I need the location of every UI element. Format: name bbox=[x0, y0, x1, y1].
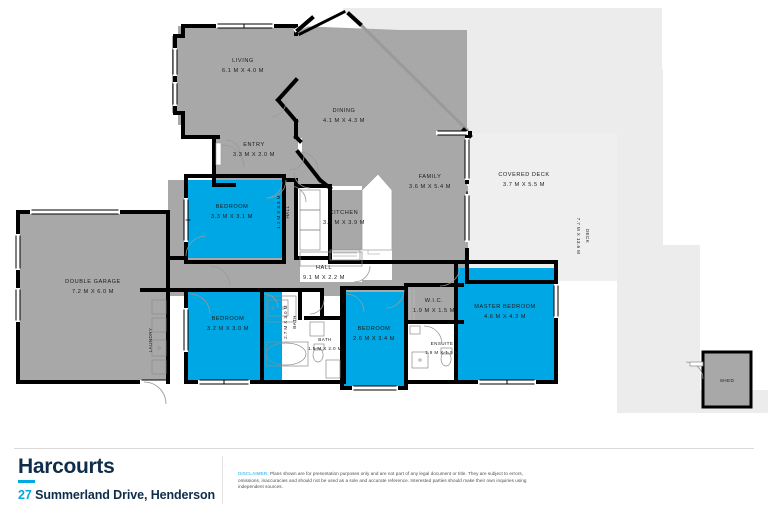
dim-covered-deck: 3.7 M X 5.5 M bbox=[503, 182, 545, 188]
label-master-bedroom: MASTER BEDROOM bbox=[474, 304, 535, 310]
dim-living: 6.1 M X 4.0 M bbox=[222, 68, 264, 74]
floor-plan-svg: LIVING 6.1 M X 4.0 M DINING 4.1 M X 4.3 … bbox=[15, 5, 768, 413]
label-family: FAMILY bbox=[419, 174, 442, 180]
address-street: Summerland Drive, Henderson bbox=[31, 488, 216, 502]
label-covered-deck: COVERED DECK bbox=[498, 172, 549, 178]
label-entry: ENTRY bbox=[243, 142, 265, 148]
label-bedroom-3: BEDROOM bbox=[212, 316, 245, 322]
disclaimer-label: DISCLAIMER: bbox=[238, 471, 269, 476]
disclaimer-text: DISCLAIMER: Plans shown are for presenta… bbox=[238, 471, 528, 491]
dim-bedroom-3: 3.2 M X 3.0 M bbox=[207, 326, 249, 332]
label-bath-small: BATH bbox=[318, 337, 332, 342]
dim-ensuite: 1.9 M X 1.9 M bbox=[425, 350, 459, 355]
dim-wic: 1.9 M X 1.5 M bbox=[413, 308, 455, 314]
brand-underline bbox=[18, 480, 35, 483]
bedroom-3-fill bbox=[186, 292, 282, 382]
label-hall-side: HALL bbox=[285, 205, 290, 218]
disclaimer-body: Plans shown are for presentation purpose… bbox=[238, 471, 527, 490]
dim-family: 3.6 M X 5.4 M bbox=[409, 184, 451, 190]
dim-hall-side: 1.1 M X 3.3 M bbox=[276, 195, 281, 229]
dim-kitchen: 3.5 M X 3.9 M bbox=[323, 220, 365, 226]
kitchen-floor bbox=[330, 190, 366, 250]
brand-block: Harcourts 27 Summerland Drive, Henderson bbox=[18, 456, 248, 502]
dim-bath-small: 1.5 M X 2.0 M bbox=[308, 346, 342, 351]
footer-vertical-divider bbox=[222, 456, 223, 504]
dim-bedroom-2: 3.3 M X 3.1 M bbox=[211, 214, 253, 220]
master-bedroom-fill bbox=[458, 268, 554, 384]
dim-deck: 7.7 M X 13.6 M bbox=[576, 218, 581, 255]
dim-dining: 4.1 M X 4.3 M bbox=[323, 118, 365, 124]
bedroom-4-fill bbox=[342, 292, 406, 388]
address-number: 27 bbox=[18, 488, 32, 502]
covered-deck-area bbox=[467, 133, 617, 281]
floor-plan-drawing: LIVING 6.1 M X 4.0 M DINING 4.1 M X 4.3 … bbox=[15, 5, 768, 413]
property-address: 27 Summerland Drive, Henderson bbox=[18, 488, 248, 502]
bedroom-2-fill bbox=[186, 180, 282, 258]
label-bedroom-4: BEDROOM bbox=[358, 326, 391, 332]
shed-group bbox=[685, 350, 753, 409]
label-hall-main: HALL bbox=[316, 265, 332, 271]
bedroom-fills bbox=[186, 180, 554, 388]
dim-double-garage: 7.2 M X 6.0 M bbox=[72, 289, 114, 295]
label-double-garage: DOUBLE GARAGE bbox=[65, 279, 121, 285]
label-wic: W.I.C. bbox=[425, 298, 444, 304]
dim-bath-main: 2.7 M X 3.0 M bbox=[283, 305, 288, 339]
door-swings bbox=[143, 100, 461, 405]
label-bedroom-2: BEDROOM bbox=[216, 204, 249, 210]
brand-name: Harcourts bbox=[18, 455, 115, 478]
footer-divider-rule bbox=[14, 448, 754, 449]
room-labels: LIVING 6.1 M X 4.0 M DINING 4.1 M X 4.3 … bbox=[65, 58, 734, 383]
label-deck: DECK bbox=[585, 229, 590, 244]
walls bbox=[15, 5, 559, 391]
dim-hall-main: 9.1 M X 2.2 M bbox=[303, 275, 345, 281]
label-laundry: LAUNDRY bbox=[148, 328, 153, 353]
dim-master-bedroom: 4.6 M X 4.3 M bbox=[484, 314, 526, 320]
dim-bedroom-4: 2.6 M X 3.4 M bbox=[353, 336, 395, 342]
label-dining: DINING bbox=[333, 108, 356, 114]
dim-entry: 3.3 M X 2.0 M bbox=[233, 152, 275, 158]
label-living: LIVING bbox=[232, 58, 254, 64]
label-bath-main: BATH bbox=[292, 315, 297, 329]
fixtures bbox=[151, 173, 453, 379]
label-shed: SHED bbox=[720, 378, 735, 383]
label-kitchen: KITCHEN bbox=[330, 210, 358, 216]
footer-bar: Harcourts 27 Summerland Drive, Henderson… bbox=[0, 440, 768, 512]
label-ensuite: ENSUITE bbox=[431, 341, 454, 346]
